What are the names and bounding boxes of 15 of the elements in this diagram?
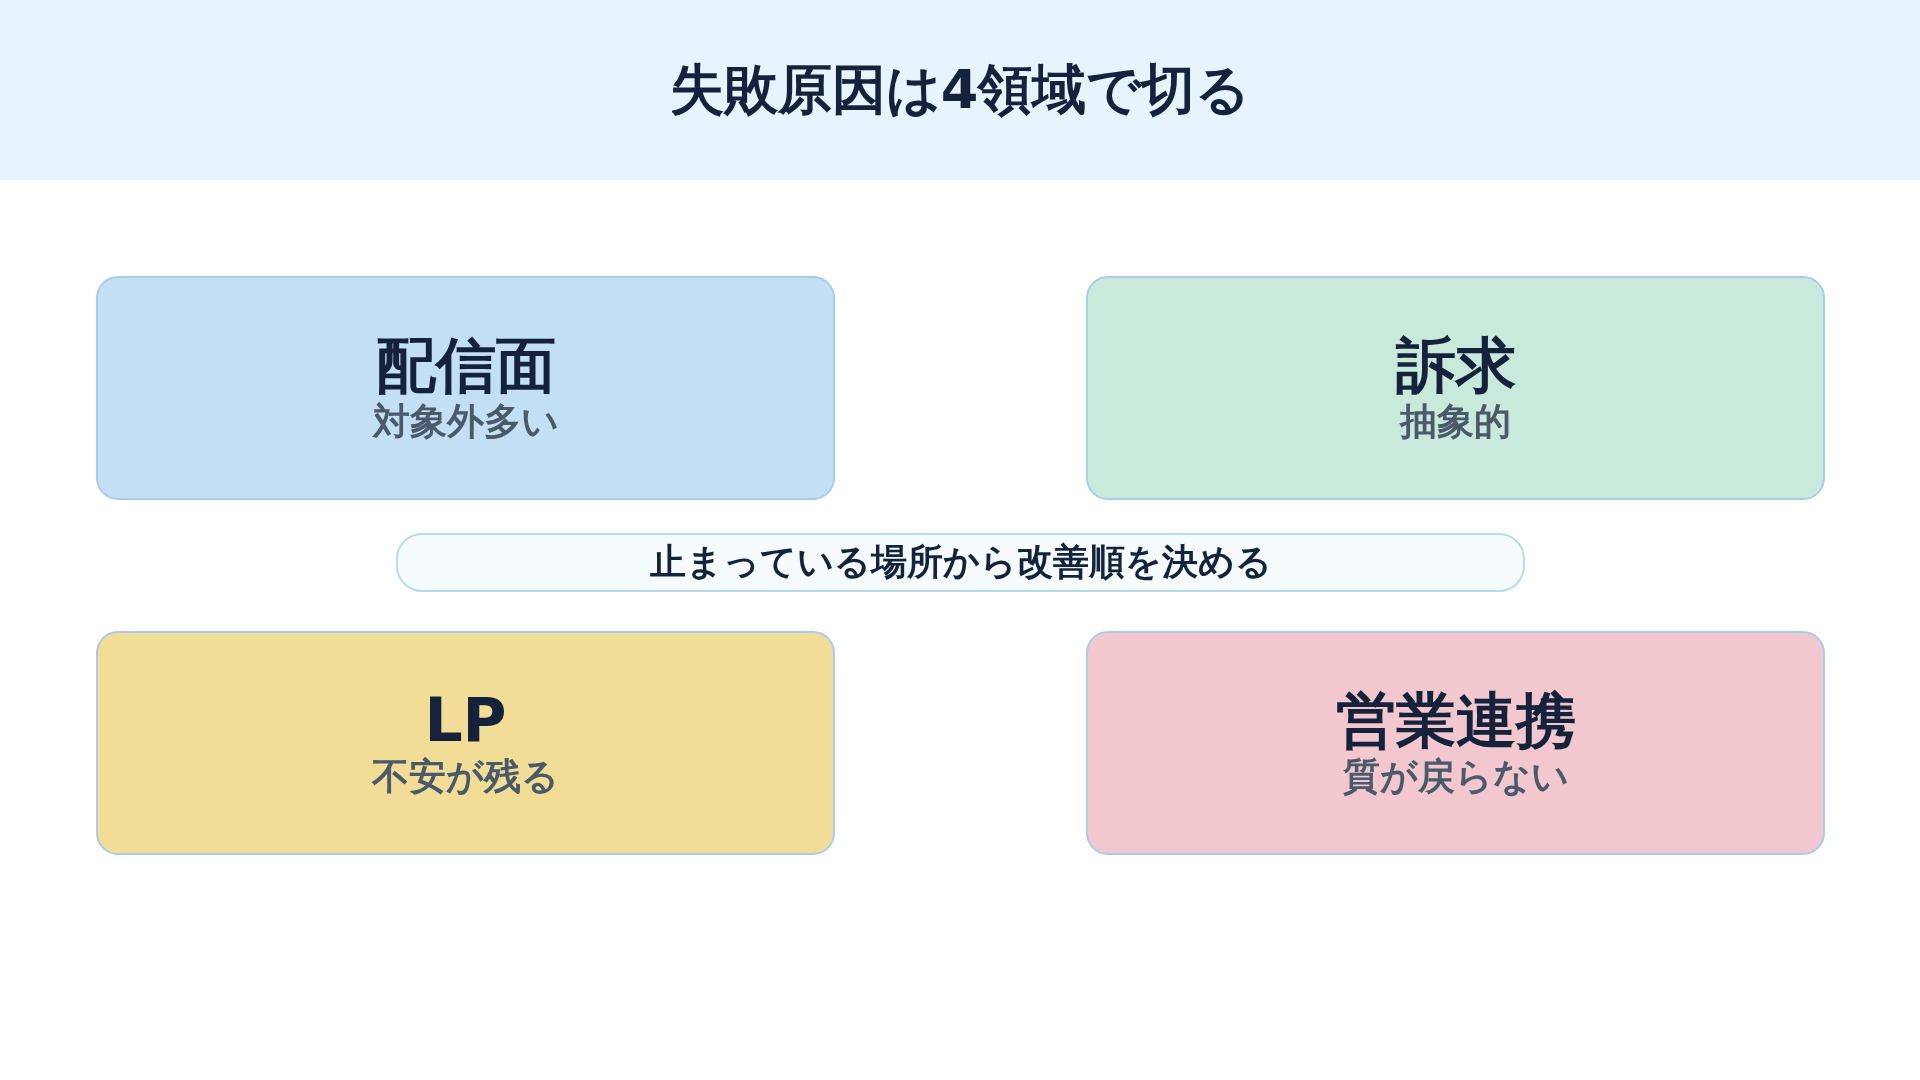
category-card [96, 276, 835, 500]
summary-text: 止まっている場所から改善順を決める [649, 540, 1272, 584]
title: 失敗原因は4領域で切る [669, 56, 1251, 123]
card-heading: 訴求 [1395, 331, 1516, 401]
category-card [1086, 276, 1825, 500]
card-subtext: 質が戻らない [1342, 755, 1569, 800]
card-subtext: 対象外多い [372, 400, 559, 445]
card-subtext: 抽象的 [1400, 400, 1511, 445]
category-card [1086, 631, 1825, 855]
card-subtext: 不安が残る [372, 755, 559, 800]
summary-band [396, 533, 1525, 592]
card-heading: 営業連携 [1335, 686, 1576, 756]
category-card [96, 631, 835, 855]
card-heading: LP [424, 686, 507, 756]
card-heading: 配信面 [375, 331, 556, 401]
